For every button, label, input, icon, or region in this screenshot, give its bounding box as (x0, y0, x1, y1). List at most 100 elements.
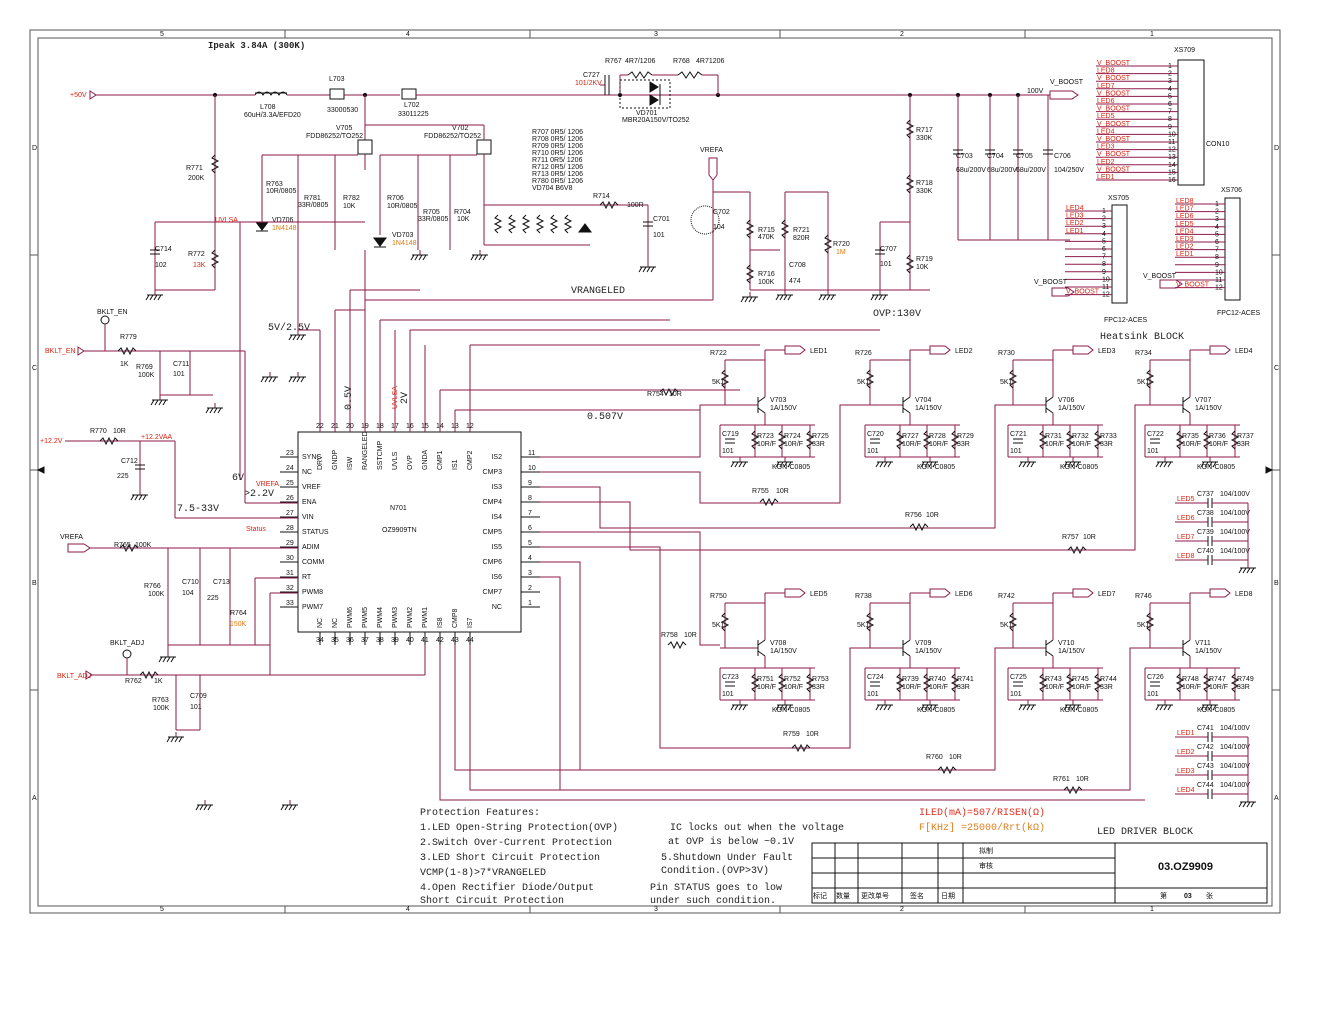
resistor-symbol (1145, 612, 1155, 632)
filter-cap-value: 104/100V (1220, 782, 1250, 789)
bias-resistor-ref: R722 (710, 350, 727, 357)
r715-value: 470K (758, 234, 775, 241)
r721-ref: R721 (793, 227, 810, 234)
net-6v: 6V (232, 473, 244, 484)
bias-resistor-ref: R742 (998, 593, 1015, 600)
ground-icon (883, 461, 888, 468)
ic-pin-name: PWM7 (302, 604, 323, 611)
sense-resistor-ref: R739 (902, 676, 919, 683)
r768-value: 4R71206 (696, 58, 725, 65)
c706-ref: C706 (1054, 153, 1071, 160)
sense-resistor-ref: R729 (957, 433, 974, 440)
transistor-value: 1A/150V (915, 405, 942, 412)
c703-ref: C703 (956, 153, 973, 160)
resistor-symbol (720, 369, 730, 389)
ic-pin-number: 11 (528, 450, 535, 457)
ic-pin-name: PWM8 (302, 589, 323, 596)
ground-icon (154, 399, 159, 406)
ground-icon (1155, 461, 1160, 468)
ground-icon (920, 704, 925, 711)
ground-icon (1238, 801, 1243, 808)
bklt-en-testpoint: BKLT_EN (97, 309, 128, 316)
protection-line: Short Circuit Protection (420, 895, 564, 907)
ground-icon (818, 294, 823, 301)
bias-resistor-value: 5K1 (1137, 622, 1150, 629)
connector-pin-net: LED8 (1097, 68, 1115, 75)
c703-value: 68u/200V (956, 167, 986, 174)
oz9909-ic: N701 OZ9909TN 23SYNC24NC25VREF26ENA27VIN… (280, 420, 540, 645)
r763a-value: 10R/0805 (266, 188, 296, 195)
connector-pin-number: 3 (1215, 216, 1219, 223)
ic-pin-name: CMP5 (483, 529, 503, 536)
sense-resistor-value: 33R (1100, 441, 1113, 448)
sense-resistor-ref: R745 (1072, 676, 1089, 683)
ground-icon (205, 407, 210, 414)
r705-value: 33R/0805 (418, 216, 448, 223)
ground-icon (1075, 461, 1080, 468)
ic-pin-number: 30 (286, 555, 294, 562)
ic-pin-number: 34 (316, 637, 324, 644)
sense-resistor-value: 10R/F (757, 441, 776, 448)
led-port-label: LED2 (955, 348, 973, 355)
ground-icon (166, 656, 171, 663)
r771-ref: R771 (186, 165, 203, 172)
transistor-ref: V710 (1058, 640, 1074, 647)
connector-pin-number: 12 (1102, 292, 1110, 299)
ic-pin-number: 38 (376, 637, 384, 644)
connector-pin-net: LED1 (1066, 228, 1084, 235)
r768-ref: R768 (673, 58, 690, 65)
ground-icon (1026, 704, 1031, 711)
sense-resistor-value: 33R (957, 684, 970, 691)
filter-cap-led: LED5 (1177, 496, 1195, 503)
transistor-value: 1A/150V (770, 648, 797, 655)
sense-resistor-value: 33R (1237, 441, 1250, 448)
ground-icon (932, 704, 937, 711)
transistor-icon (1182, 396, 1191, 403)
r759-value: 10R (806, 731, 819, 738)
l702-value: 33011225 (398, 111, 429, 118)
connector-pin-number: 6 (1102, 246, 1106, 253)
transistor-value: 1A/150V (1058, 648, 1085, 655)
ground-icon (1163, 461, 1168, 468)
comp-wire (540, 546, 865, 749)
resistor-symbol (1038, 430, 1048, 450)
led-port-icon (1209, 345, 1231, 355)
ic-pin-name: STATUS (302, 529, 329, 536)
transistor-ref: V708 (770, 640, 786, 647)
ground-icon (284, 804, 289, 811)
connector-pin-number: 5 (1102, 238, 1106, 245)
col-marker: 1 (1150, 31, 1154, 38)
ic-pin-number: 10 (528, 465, 536, 472)
sense-resistor: R708 0R5/ 1206 (532, 136, 583, 143)
c714-value: 102 (155, 262, 167, 269)
connector-pin-net: LED7 (1097, 83, 1115, 90)
ground-icon (195, 804, 200, 811)
resistor-symbol (791, 743, 811, 753)
ground-icon (1022, 704, 1027, 711)
connector-pin-net: LED2 (1066, 220, 1084, 227)
r755-value: 10R (776, 488, 789, 495)
connector-pin-number: 1 (1215, 201, 1219, 208)
col-marker: 4 (406, 906, 410, 913)
ic-pin-name: IS6 (491, 574, 502, 581)
vd706-value: 1N4148 (272, 225, 297, 232)
ic-pin-name: DRV (317, 455, 324, 470)
ground-icon (1238, 567, 1243, 574)
connector-ref: XS706 (1221, 187, 1242, 194)
c702-ref: C702 (713, 209, 730, 216)
vd706-ref: VD706 (272, 217, 294, 224)
transistor-ref: V711 (1195, 640, 1211, 647)
ground-icon (744, 296, 749, 303)
sense-resistor-value: 10R/F (1072, 441, 1091, 448)
ic-right-pins: 11IS210CMP39IS38CMP47IS46CMP55IS54CMP63I… (483, 450, 540, 611)
ic-pin-name: IS1 (452, 459, 459, 470)
filter-cap-ref: C742 (1197, 744, 1214, 751)
r704-ref: R704 (454, 209, 471, 216)
r759-ref: R759 (783, 731, 800, 738)
c705-value: 68u/200V (1016, 167, 1046, 174)
ic-pin-number: 23 (286, 450, 294, 457)
connector-pin-net: V_BOOST (1097, 121, 1131, 128)
sense-resistor: VD704 B6V8 (532, 185, 573, 192)
ground-icon (748, 296, 753, 303)
ground-icon (787, 461, 792, 468)
